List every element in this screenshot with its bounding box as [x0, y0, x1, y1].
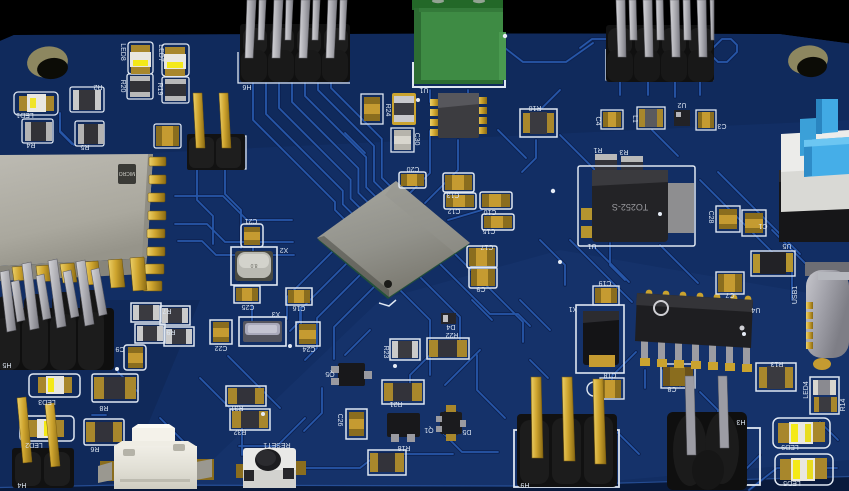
svg-text:R21: R21	[389, 400, 402, 407]
svg-text:C10: C10	[483, 208, 496, 215]
svg-text:C28: C28	[707, 211, 714, 224]
svg-text:C30: C30	[413, 133, 420, 146]
svg-text:D4: D4	[446, 323, 455, 330]
svg-text:R10: R10	[528, 104, 541, 111]
svg-text:R32: R32	[233, 428, 246, 435]
svg-text:C9: C9	[115, 345, 124, 352]
svg-text:C19: C19	[598, 279, 611, 286]
svg-text:C17: C17	[480, 243, 493, 250]
svg-text:R13: R13	[770, 360, 783, 367]
svg-text:LED3: LED3	[38, 398, 56, 405]
svg-text:Q1: Q1	[424, 426, 433, 433]
svg-text:C20: C20	[406, 165, 419, 172]
svg-text:C24: C24	[302, 345, 315, 352]
svg-text:R9: R9	[166, 328, 175, 335]
svg-text:U1: U1	[419, 86, 428, 93]
svg-text:R1: R1	[593, 146, 602, 153]
svg-text:R19: R19	[156, 83, 163, 96]
svg-text:R20: R20	[119, 80, 126, 93]
svg-text:C1: C1	[758, 222, 767, 229]
svg-text:R22: R22	[445, 331, 458, 338]
svg-text:H6: H6	[242, 83, 251, 90]
svg-text:H3: H3	[736, 418, 745, 425]
svg-text:TO252-S: TO252-S	[612, 202, 648, 212]
svg-text:C26: C26	[336, 414, 343, 427]
svg-text:C8: C8	[667, 385, 676, 392]
svg-text:D5: D5	[462, 428, 471, 435]
svg-text:C9: C9	[476, 285, 485, 292]
svg-text:LED2: LED2	[25, 441, 43, 448]
svg-text:R23: R23	[382, 346, 389, 359]
svg-text:R14: R14	[840, 398, 847, 411]
svg-text:X3: X3	[272, 310, 281, 317]
svg-text:C7: C7	[725, 291, 734, 298]
svg-text:R7: R7	[162, 307, 171, 314]
svg-text:Q5: Q5	[325, 370, 334, 377]
svg-text:C15: C15	[482, 227, 495, 234]
svg-text:RESET1: RESET1	[263, 441, 290, 448]
svg-text:LED5: LED5	[783, 479, 801, 486]
svg-text:R6: R6	[90, 445, 99, 452]
svg-text:MICRO: MICRO	[119, 170, 136, 176]
svg-text:C12: C12	[447, 207, 460, 214]
svg-text:8.0: 8.0	[250, 262, 257, 268]
svg-text:LED4: LED4	[803, 381, 810, 399]
svg-text:R31: R31	[230, 404, 243, 411]
svg-text:C13: C13	[446, 191, 459, 198]
svg-text:LED1: LED1	[16, 111, 34, 118]
svg-text:C18: C18	[603, 371, 616, 378]
svg-text:L1: L1	[631, 115, 638, 123]
svg-text:H4: H4	[17, 481, 26, 488]
svg-text:C16: C16	[292, 304, 305, 311]
svg-text:R3: R3	[619, 148, 628, 155]
svg-text:R8: R8	[99, 404, 108, 411]
svg-text:H9: H9	[520, 481, 529, 488]
svg-text:LED8: LED8	[119, 43, 126, 61]
svg-text:C21: C21	[244, 217, 257, 224]
svg-text:LED7: LED7	[157, 44, 164, 62]
svg-text:R5: R5	[80, 143, 89, 150]
svg-text:H5: H5	[2, 361, 11, 368]
svg-text:R24: R24	[384, 104, 391, 117]
svg-text:U1: U1	[587, 242, 596, 249]
svg-text:R18: R18	[397, 444, 410, 451]
svg-text:USB1: USB1	[792, 286, 799, 304]
svg-text:LED9: LED9	[781, 443, 799, 450]
svg-text:X2: X2	[280, 246, 289, 253]
svg-text:U2: U2	[677, 101, 686, 108]
svg-text:U4: U4	[751, 306, 760, 313]
svg-text:U5: U5	[782, 242, 791, 249]
svg-text:X1: X1	[569, 305, 578, 312]
svg-text:C3: C3	[717, 122, 726, 129]
svg-text:R2: R2	[93, 83, 102, 90]
svg-text:R4: R4	[26, 141, 35, 148]
svg-text:C22: C22	[214, 344, 227, 351]
svg-text:C25: C25	[241, 303, 254, 310]
svg-text:C4: C4	[594, 117, 601, 126]
